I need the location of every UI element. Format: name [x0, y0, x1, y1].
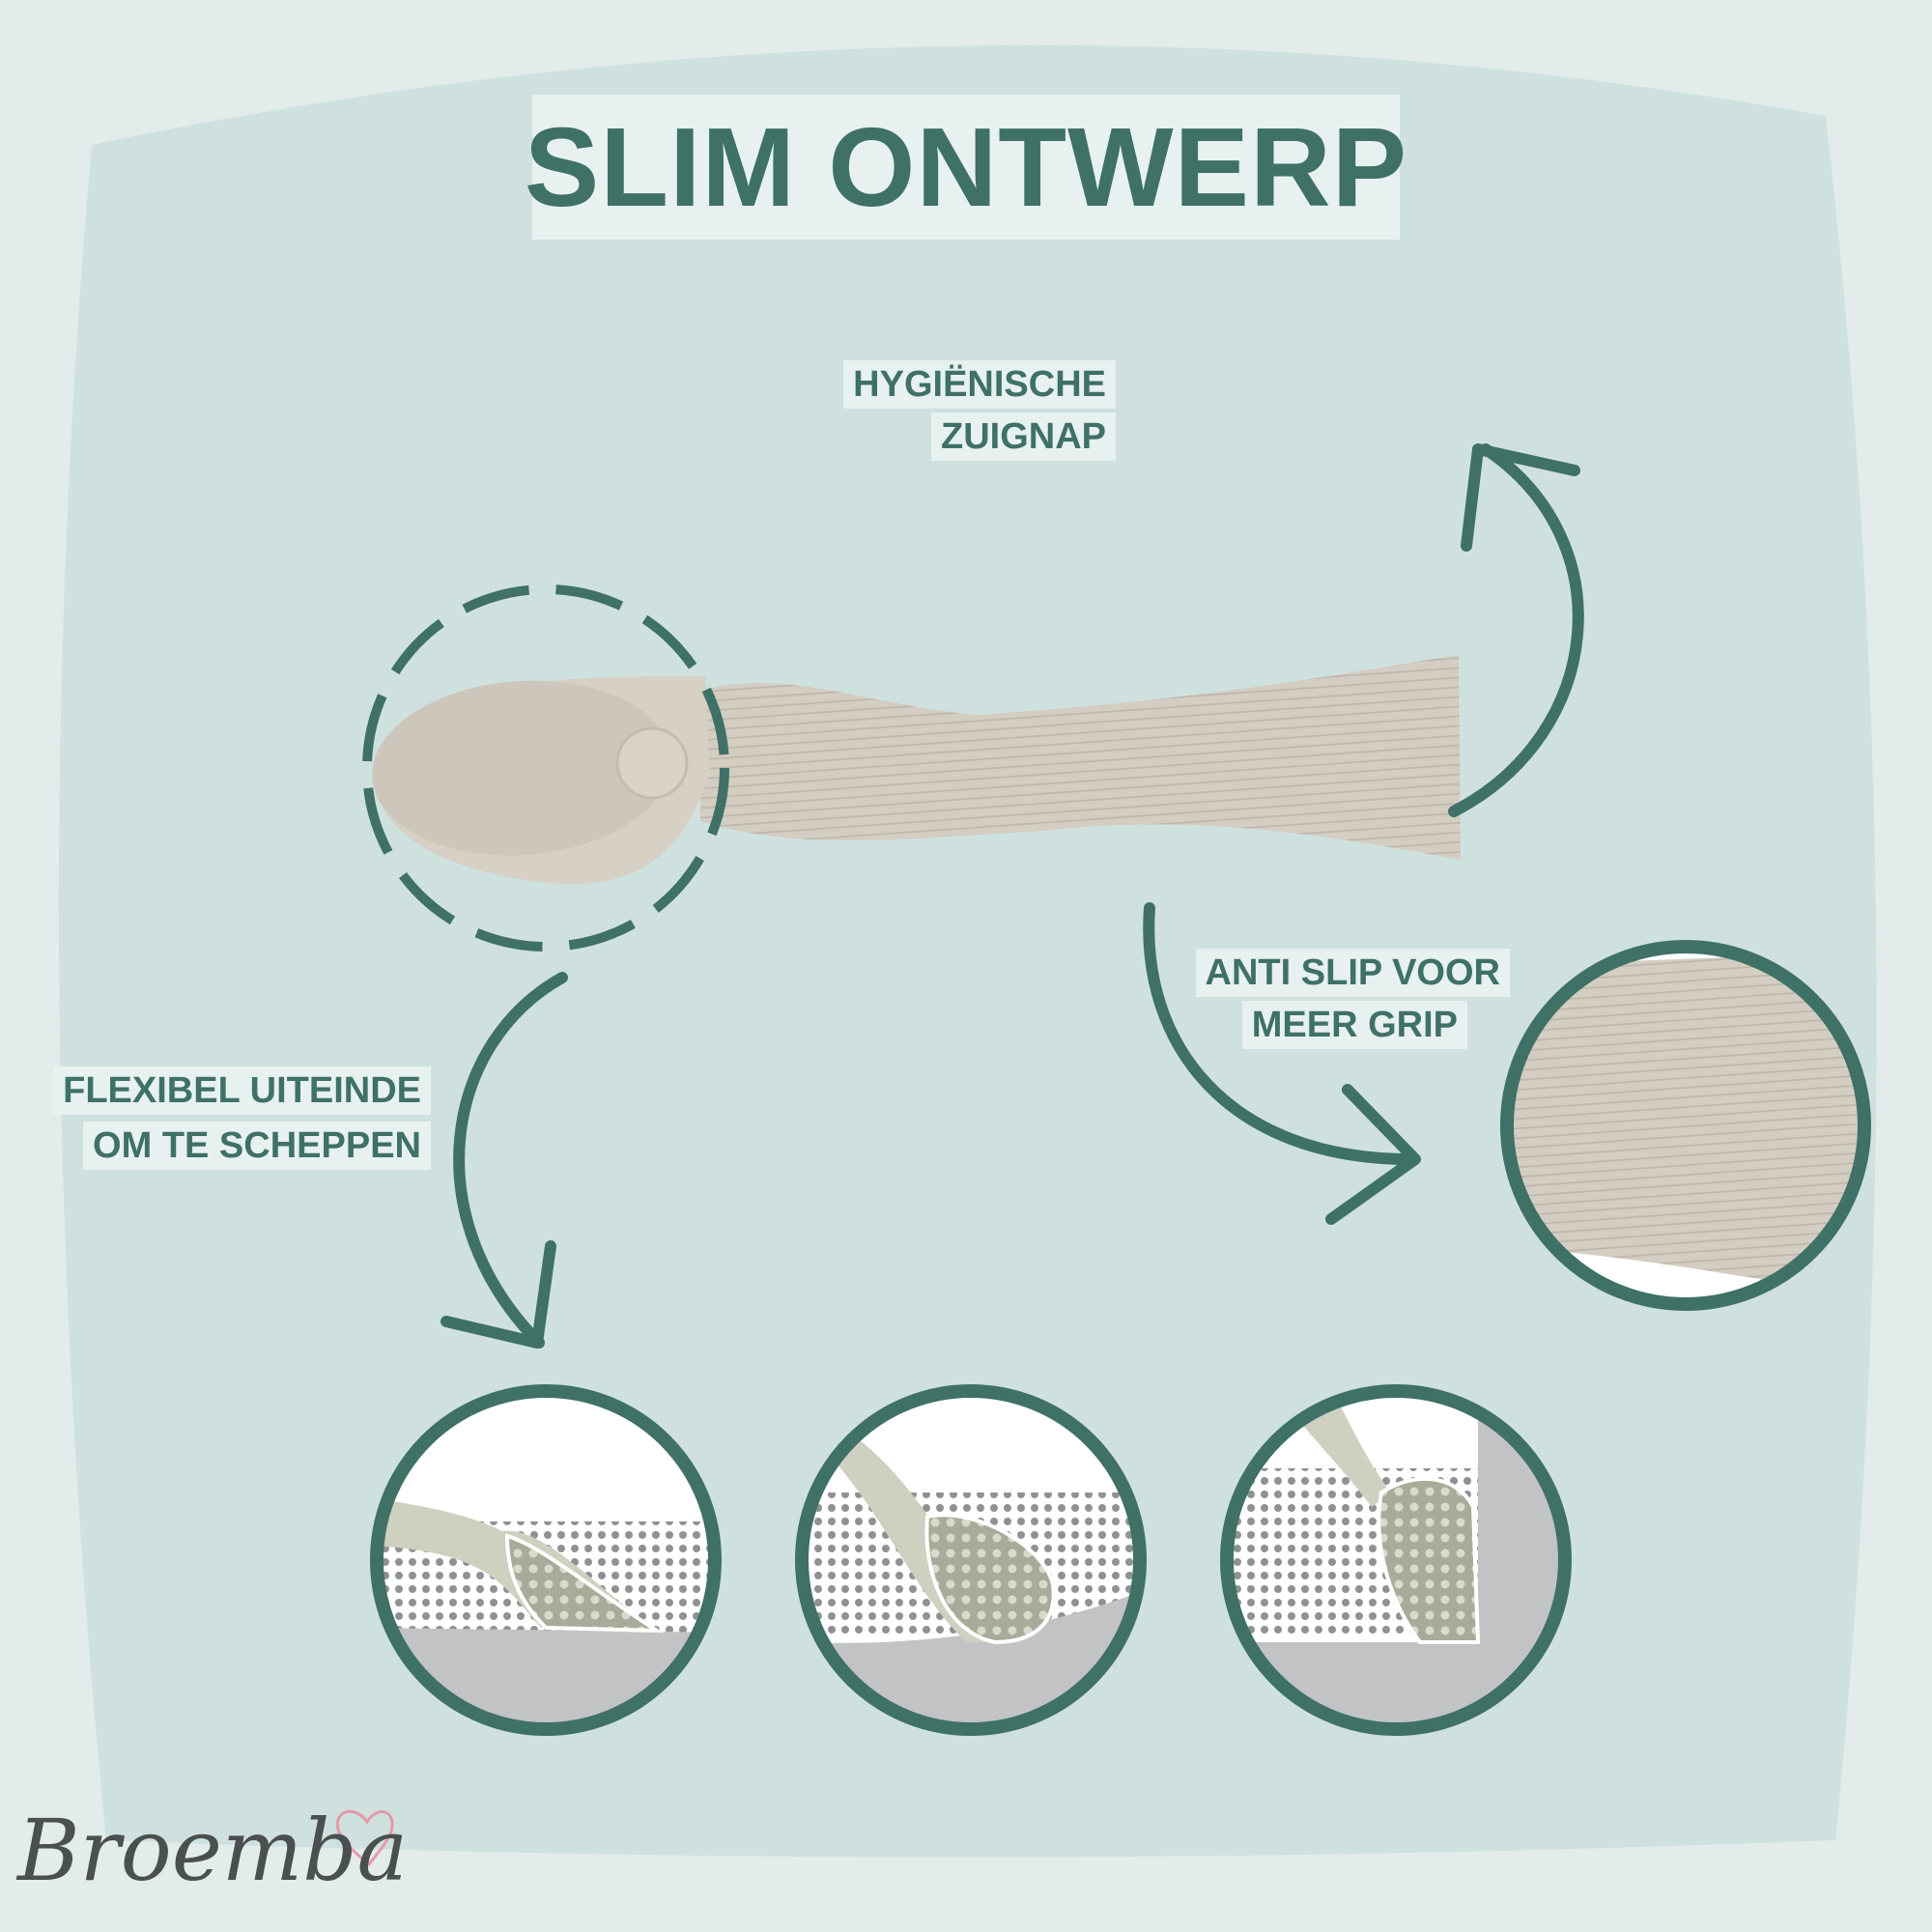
- curved-arrow-icon: [1143, 902, 1416, 1165]
- label-grip-line2: MEER GRIP: [1241, 1001, 1467, 1049]
- heart-icon: [335, 1809, 394, 1867]
- label-tip-line1: FLEXIBEL UITEINDE: [53, 1066, 431, 1115]
- arrowhead-icon: [1461, 443, 1580, 552]
- label-suction-line2: ZUIGNAP: [931, 412, 1116, 461]
- label-suction-line1: HYGIËNISCHE: [843, 360, 1116, 409]
- label-grip-line1: ANTI SLIP VOOR: [1195, 949, 1510, 997]
- arrowhead-icon: [1325, 1084, 1421, 1225]
- scoop-step-2: [795, 1384, 1147, 1736]
- curved-arrow-icon: [1448, 443, 1584, 817]
- dashed-highlight-circle: [362, 584, 729, 952]
- spoon-bowl: [372, 680, 671, 856]
- suction-nub: [615, 726, 689, 800]
- scoop-step-1: [370, 1384, 722, 1736]
- curved-arrow-icon: [453, 972, 568, 1349]
- grip-closeup: [1500, 940, 1871, 1311]
- arrowhead-icon: [440, 1240, 556, 1349]
- label-tip-line2: OM TE SCHEPPEN: [83, 1122, 431, 1170]
- scoop-step-3: [1220, 1384, 1572, 1736]
- spoon-illustration: [372, 655, 1461, 885]
- page-title: SLIM ONTWERP: [525, 95, 1406, 240]
- brand-logo: Broemba: [17, 1801, 409, 1900]
